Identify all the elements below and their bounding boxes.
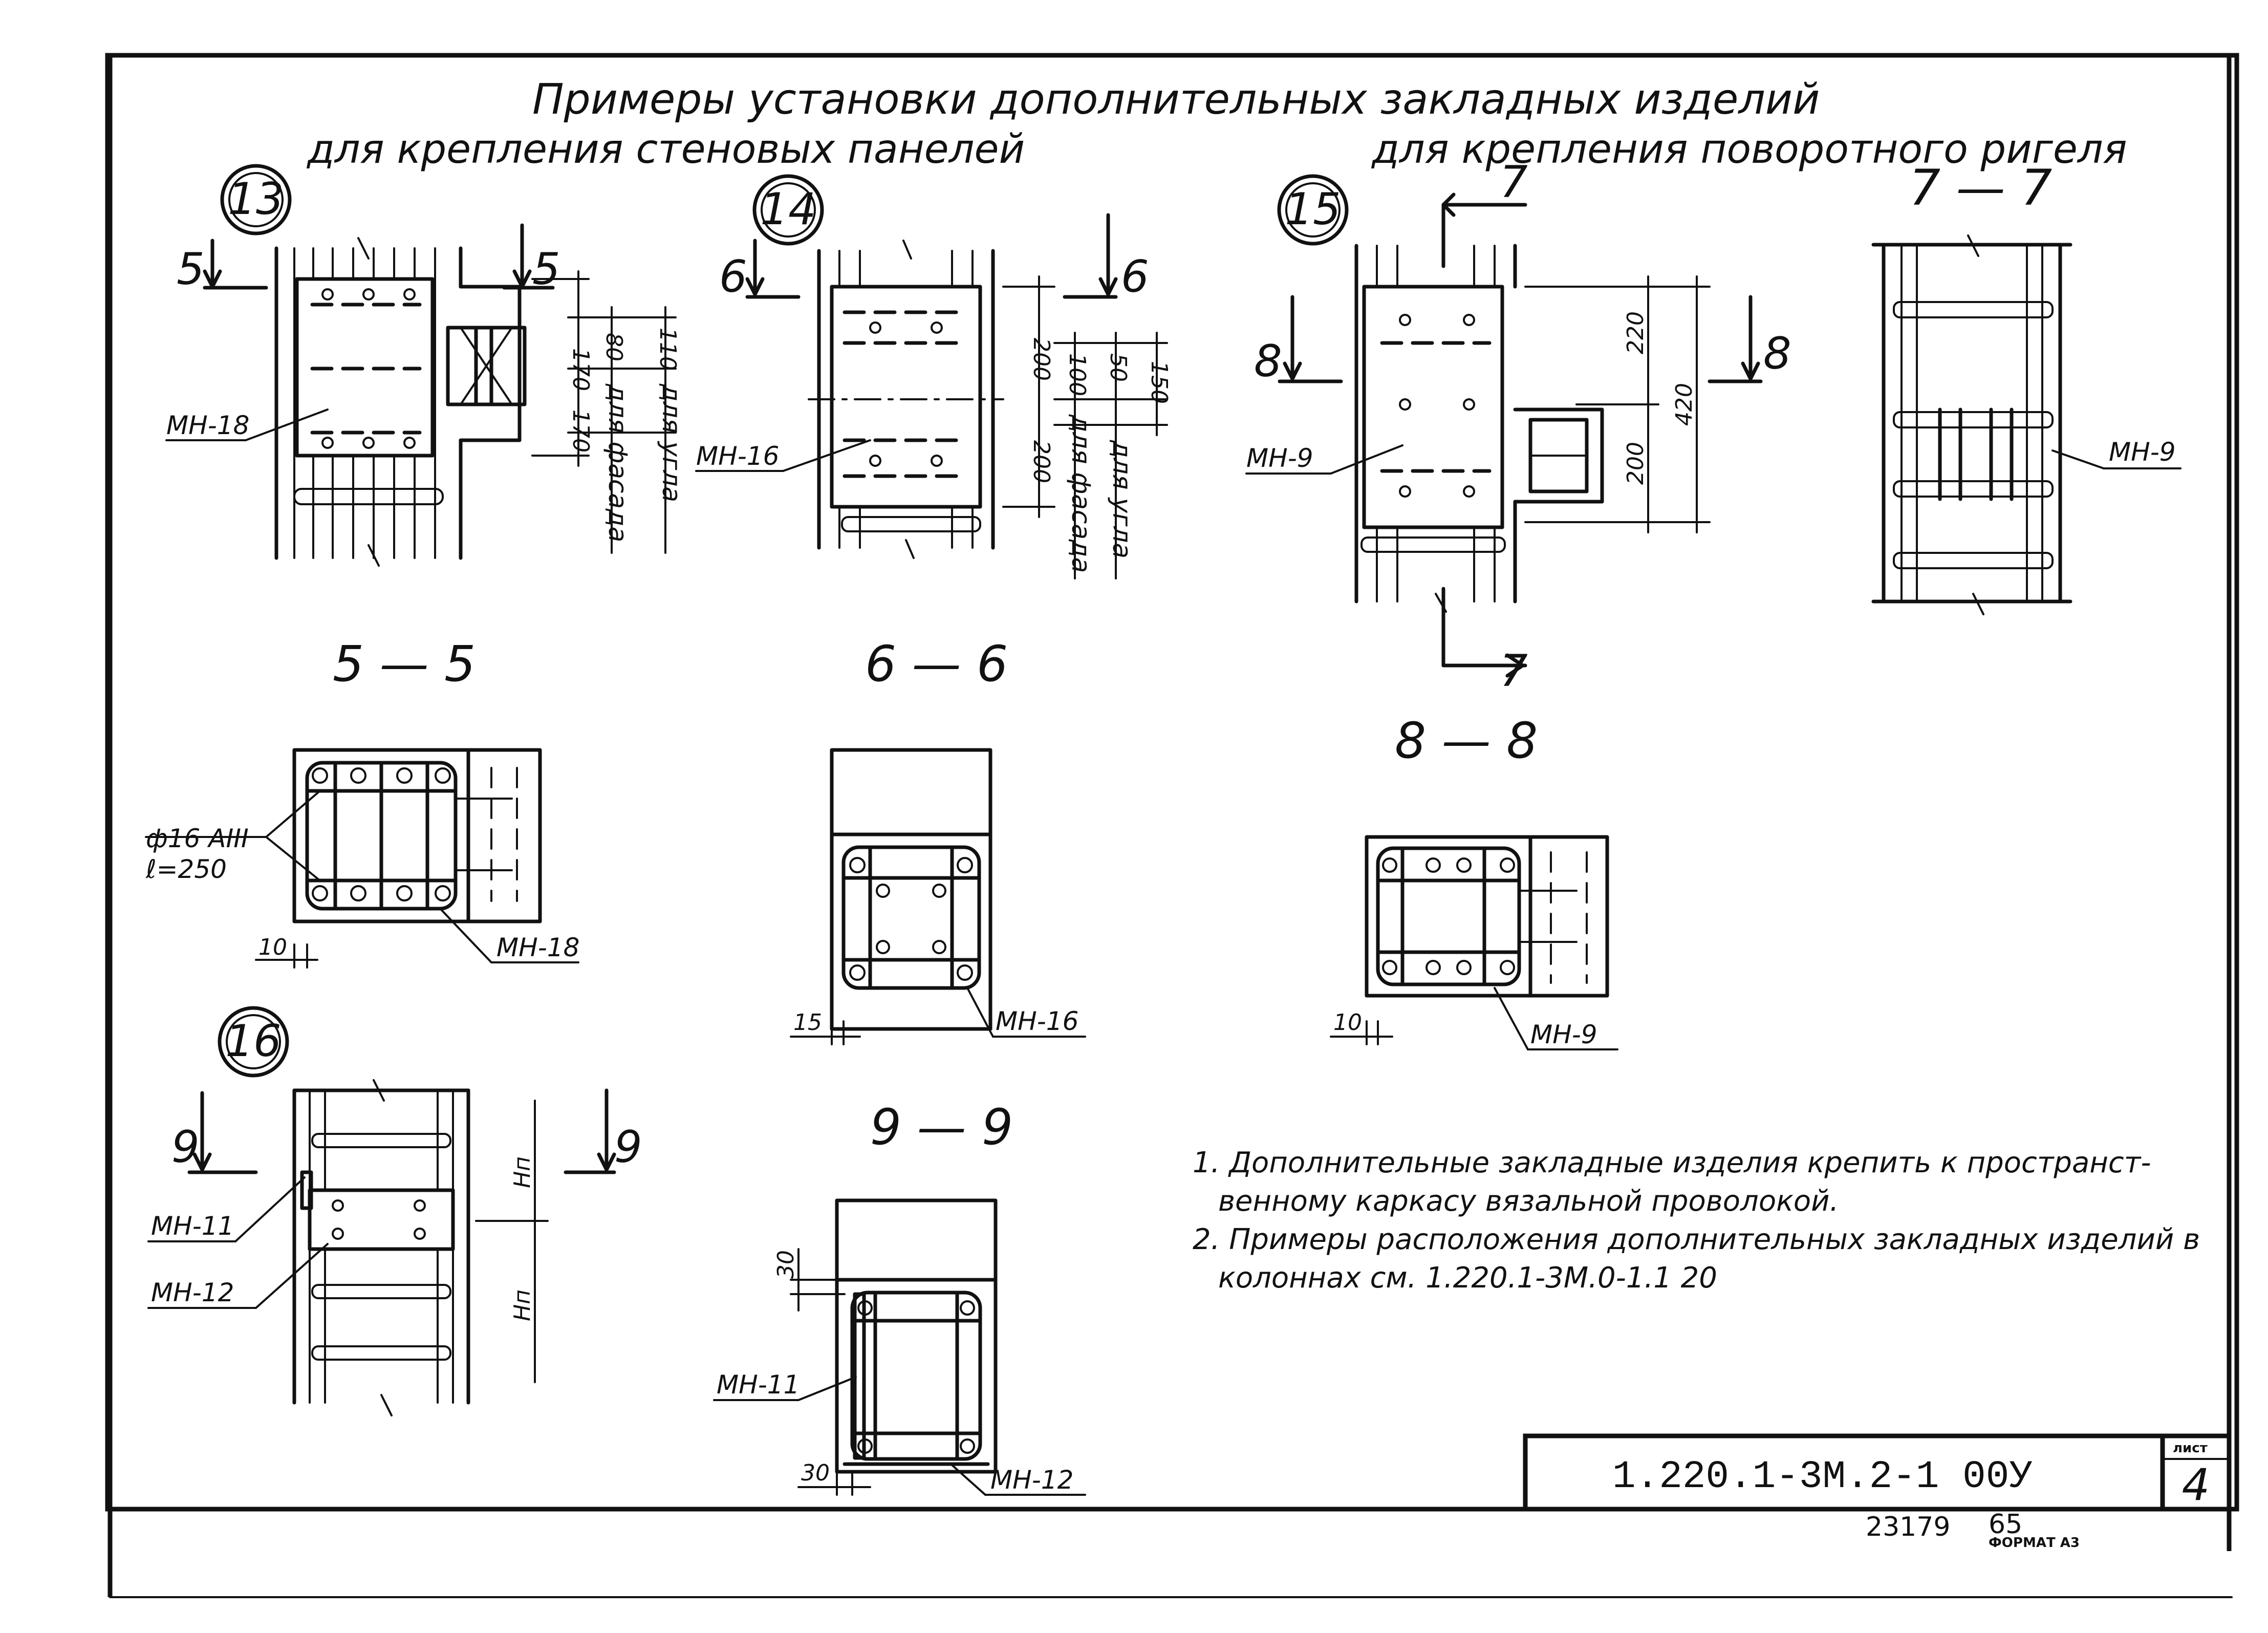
section-8-8-title: 8 — 8	[1395, 712, 1538, 769]
dim-note-corner-14: для угла	[1107, 440, 1137, 558]
section-8-8: 8 — 8 10 МН-9	[1330, 712, 1618, 1050]
cut-mark-6-right: 6	[1121, 251, 1149, 303]
dim-100: 100	[1064, 353, 1090, 396]
node-13-detail: 13 5 5	[165, 164, 686, 567]
node-marker-16	[218, 1006, 289, 1078]
node-16-label: 16	[225, 1016, 281, 1067]
rebar-note-line1: ф16 АIII	[146, 824, 249, 853]
dim-hn-top: Нп	[509, 1156, 535, 1188]
dim-10-s5: 10	[258, 934, 287, 960]
dim-200-top: 200	[1028, 338, 1054, 381]
label-mn11-node16: МН-11	[151, 1211, 234, 1241]
section-5-5: 5 — 5 ф16 АIII ℓ=250 10 МН-18	[145, 635, 579, 969]
node-15-detail: 15 7 7 8 8	[1245, 157, 1791, 697]
section-6-6: 6 — 6 15 МН-16	[790, 635, 1086, 1045]
dim-10-s8: 10	[1333, 1009, 1362, 1036]
general-notes: 1. Дополнительные закладные изделия креп…	[1193, 1146, 2200, 1295]
sheet-title: Примеры установки дополнительных закладн…	[532, 75, 1820, 124]
note-line-4: колоннах см. 1.220.1-3М.0-1.1 20	[1218, 1261, 1717, 1295]
dim-hn-bottom: Нп	[509, 1290, 535, 1321]
dim-80: 80	[601, 333, 627, 361]
cut-mark-5-right: 5	[532, 244, 560, 295]
cut-mark-8-right: 8	[1763, 328, 1791, 379]
label-mn11-section9: МН-11	[717, 1370, 800, 1400]
cut-mark-5-left: 5	[177, 244, 205, 295]
label-mn12-node16: МН-12	[151, 1278, 234, 1307]
cut-mark-6-left: 6	[719, 251, 747, 303]
label-mn18-node13: МН-18	[166, 411, 249, 440]
sheet-number: 4	[2182, 1459, 2210, 1511]
section-9-9: 9 — 9 30 30 МН-11 МН-12	[713, 1099, 1086, 1496]
dim-200-bottom: 200	[1028, 440, 1054, 483]
note-line-2: венному каркасу вязальной проволокой.	[1218, 1185, 1839, 1218]
dim-note-corner-13: для угла	[657, 383, 686, 502]
node-marker-15	[1277, 174, 1349, 246]
cut-mark-7-bottom: 7	[1500, 646, 1528, 697]
node-16-detail: 16 9 9 Нп Нп МН-11 МН-12	[147, 1006, 642, 1416]
paper-format: ФОРМАТ А3	[1989, 1535, 2080, 1551]
sheet-frame	[105, 53, 2239, 1598]
title-block: 1.220.1-3М.2-1 00У лист 4	[1523, 1433, 2232, 1512]
footer-stamp: 23179 65 ФОРМАТ А3	[1866, 1509, 2080, 1551]
section-5-5-title: 5 — 5	[333, 635, 476, 693]
node-marker-13	[220, 164, 292, 235]
dim-30-top: 30	[773, 1250, 799, 1279]
node-14-label: 14	[760, 184, 816, 235]
dim-15: 15	[793, 1009, 822, 1036]
subtitle-rotating-beam: для крепления поворотного ригеля	[1371, 126, 2127, 173]
section-7-7-title: 7 — 7	[1909, 159, 2052, 217]
dim-170-bottom: 170	[568, 410, 594, 453]
document-code: 1.220.1-3М.2-1 00У	[1612, 1455, 2033, 1499]
dim-170-top: 170	[568, 348, 594, 391]
label-mn18-section5: МН-18	[496, 933, 579, 962]
cut-mark-8-left: 8	[1254, 336, 1282, 387]
node-15-label: 15	[1285, 184, 1341, 235]
dim-110: 110	[655, 328, 681, 371]
node-13-label: 13	[228, 174, 284, 225]
sheet-label: лист	[2173, 1441, 2208, 1456]
label-mn16-section6: МН-16	[996, 1006, 1078, 1036]
inventory-number: 23179	[1866, 1512, 1950, 1542]
dim-420: 420	[1671, 383, 1697, 426]
dim-200-node15: 200	[1623, 442, 1649, 485]
note-line-1: 1. Дополнительные закладные изделия креп…	[1193, 1146, 2151, 1179]
subtitle-wall-panels: для крепления стеновых панелей	[306, 126, 1025, 173]
rebar-note-line2: ℓ=250	[145, 854, 227, 884]
label-mn9-section8: МН-9	[1530, 1020, 1597, 1049]
cut-mark-9-left: 9	[171, 1122, 200, 1173]
dim-150: 150	[1146, 361, 1172, 404]
section-7-7: 7 — 7 МН-9	[1871, 159, 2181, 615]
dim-note-facade-13: для фасада	[603, 383, 633, 542]
label-mn9-node15: МН-9	[1246, 443, 1313, 473]
note-line-3: 2. Примеры расположения дополнительных з…	[1193, 1223, 2200, 1256]
cut-mark-9-right: 9	[614, 1122, 642, 1173]
copy-number: 65	[1989, 1509, 2022, 1540]
node-marker-14	[752, 174, 824, 246]
label-mn12-section9: МН-12	[990, 1465, 1073, 1495]
section-9-9-title: 9 — 9	[870, 1099, 1013, 1156]
label-mn16-node14: МН-16	[696, 441, 779, 471]
label-mn9-section7: МН-9	[2109, 437, 2176, 467]
dim-note-facade-14: для фасада	[1066, 414, 1096, 573]
dim-50: 50	[1105, 353, 1131, 382]
section-6-6-title: 6 — 6	[865, 635, 1008, 693]
cut-mark-7-top: 7	[1500, 157, 1528, 208]
dim-30-bottom: 30	[801, 1460, 830, 1486]
dim-220: 220	[1623, 311, 1649, 354]
node-14-detail: 14 6 6 МН-16	[695, 174, 1172, 579]
